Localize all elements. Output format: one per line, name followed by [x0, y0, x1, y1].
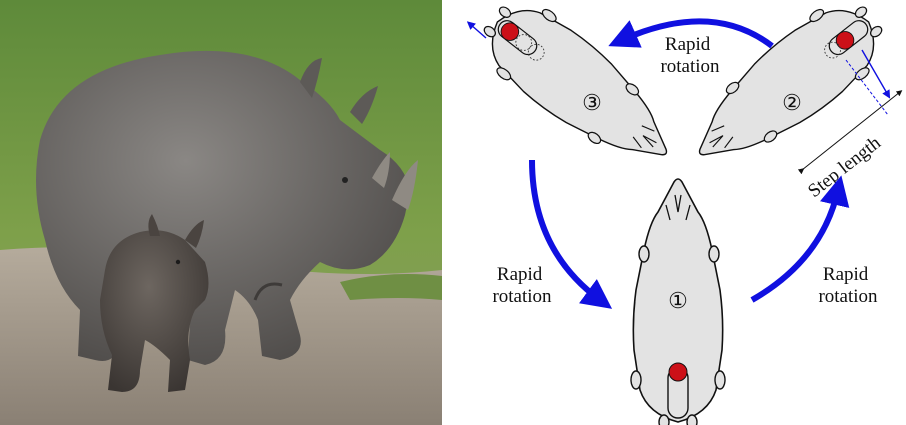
- rotation-label-right: Rapid rotation: [818, 264, 878, 307]
- foot-marker-1: [669, 363, 687, 381]
- rotation-gait-diagram: ① ② ③ Step length Rapid rotation Rapid r…: [442, 0, 906, 425]
- calf-eye: [176, 260, 180, 264]
- body-1: ①: [631, 179, 725, 425]
- body-number-2: ②: [782, 91, 802, 116]
- body-number-3: ③: [582, 91, 602, 116]
- rotation-label-left: Rapid rotation: [492, 264, 552, 307]
- step-length-label: Step length: [804, 132, 885, 202]
- body-number-1: ①: [668, 289, 688, 314]
- rhino-photo: [0, 0, 442, 425]
- foot-vector-3: [470, 24, 486, 38]
- rotation-label-top: Rapid rotation: [660, 34, 720, 77]
- adult-eye: [342, 177, 348, 183]
